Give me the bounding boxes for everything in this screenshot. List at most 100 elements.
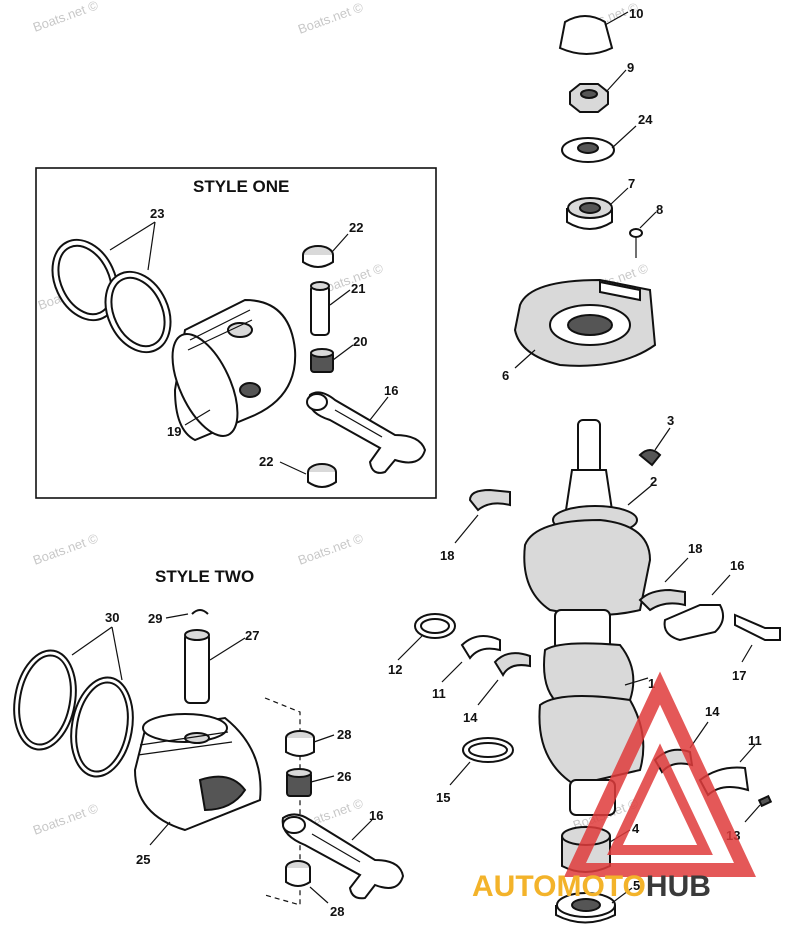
leader-line [351,819,373,841]
callout-20: 20 [353,334,367,349]
leader-line [331,233,349,253]
callout-16b: 16 [384,383,398,398]
leader-line [739,744,756,763]
leader-line [454,514,479,544]
leader-line [111,626,123,681]
leader-line [624,677,649,686]
leader-line [369,396,389,421]
callout-2: 2 [650,474,657,489]
leader-line [611,125,637,149]
leader-line [604,11,629,26]
brand-wordmark: AUTOMOTOHUB [472,870,711,903]
bearing-race [460,635,501,660]
callout-17: 17 [732,668,746,683]
needle-bearing-style-two [286,768,312,797]
rod-cap [663,604,725,642]
callout-22b: 22 [259,454,273,469]
brand-logo [564,671,756,877]
leader-line [309,886,329,904]
callout-15: 15 [436,790,450,805]
leader-line [627,484,653,506]
connecting-rod-style-two [281,813,405,900]
retaining-clip [191,609,209,615]
watermark-text: Boats.net © [296,530,366,568]
bearing-cap-lower [307,463,337,488]
piston-style-two [133,713,262,832]
leader-line [611,887,633,904]
callout-16c: 16 [369,808,383,823]
callout-5: 5 [633,878,640,893]
leader-line [71,626,113,656]
callout-11b: 11 [748,733,762,748]
bearing-cap-lower-style-two [285,860,311,887]
callout-19: 19 [167,424,181,439]
leader-line [165,613,189,619]
watermark-text: Boats.net © [31,800,101,838]
callout-7: 7 [628,176,635,191]
bearing-cap-upper [302,245,334,268]
leader-line [441,661,463,683]
bearing-half [493,652,531,678]
bearing-cap-upper-style-two [285,730,315,757]
callout-18b: 18 [688,541,702,556]
leader-line [184,409,211,426]
callout-14a: 14 [463,710,478,725]
watermark-text: Boats.net © [31,0,101,35]
callout-6: 6 [502,368,509,383]
crankshaft [523,419,652,816]
style-one-title: STYLE ONE [193,177,289,196]
retaining-ring [462,737,514,763]
flywheel-cap [558,15,614,55]
callout-25: 25 [136,852,150,867]
callout-1: 1 [648,676,655,691]
piston-rings-style-one [51,238,172,354]
brand-part-b: HUB [646,870,711,903]
leader-line [279,461,307,475]
piston-pin-style-one [310,281,330,336]
callout-23: 23 [150,206,164,221]
callout-9: 9 [627,60,634,75]
callout-14b: 14 [705,704,720,719]
callout-22a: 22 [349,220,363,235]
alignment-bracket [264,697,301,906]
callout-26: 26 [337,769,351,784]
oil-seal-upper [566,197,613,230]
screw [629,228,643,258]
leader-line [329,289,351,306]
leader-line [449,761,471,786]
bearing-half [638,588,686,612]
callout-30: 30 [105,610,119,625]
leader-line [664,557,689,583]
rod-bolt [734,613,781,641]
callout-24: 24 [638,112,653,127]
connecting-rod-style-one [306,391,427,474]
callout-18a: 18 [440,548,454,563]
callout-21: 21 [351,281,365,296]
callout-4: 4 [632,821,640,836]
leader-line [310,775,335,783]
callout-3: 3 [667,413,674,428]
piston-pin-style-two [184,629,210,704]
callout-16a: 16 [730,558,744,573]
oil-seal-lower [555,892,616,924]
callout-11a: 11 [432,686,446,701]
leader-line [741,644,753,663]
leader-line [313,734,335,743]
leader-line [639,211,657,229]
watermark-text: Boats.net © [296,0,366,37]
callout-28a: 28 [337,727,351,742]
style-one-frame [35,167,437,499]
leader-line [332,344,354,361]
leader-line [109,221,156,251]
callout-8: 8 [656,202,663,217]
leader-line [397,635,423,661]
set-screw [757,794,773,808]
needle-bearing-style-one [310,348,334,373]
callout-29: 29 [148,611,162,626]
style-two-title: STYLE TWO [155,567,254,586]
flywheel-nut [569,83,609,113]
leader-line [514,349,536,369]
piston-style-one [171,298,297,442]
leader-line [609,187,629,206]
